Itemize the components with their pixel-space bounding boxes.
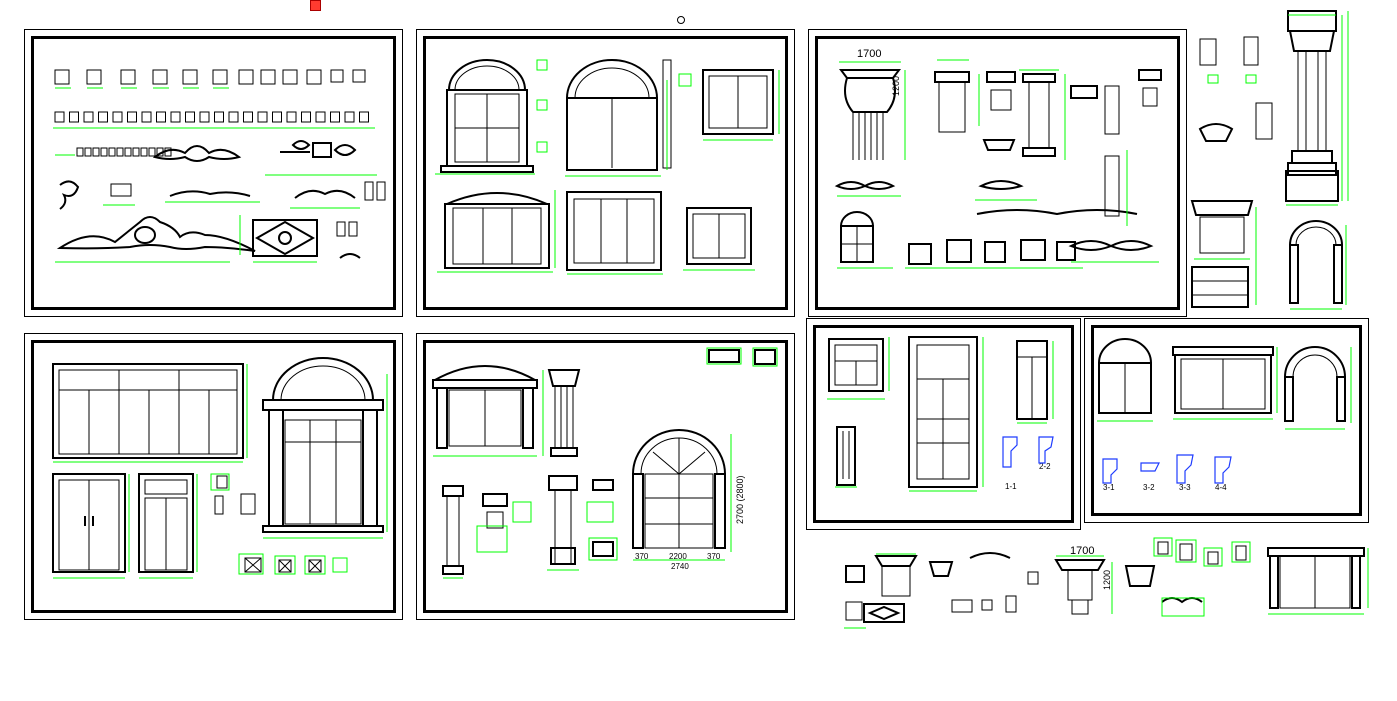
- drawing-sheet-columns[interactable]: 1700 1200: [808, 29, 1187, 317]
- section-label: 2-2: [1039, 462, 1051, 471]
- section-label: 3-2: [1143, 483, 1155, 492]
- dimension-label: 2200: [669, 552, 687, 561]
- drawing-sheet-ornaments[interactable]: [24, 29, 403, 317]
- red-square-icon: [310, 0, 321, 11]
- loose-detail-drawings: [844, 537, 1369, 629]
- dimension-label: 370: [635, 552, 649, 561]
- section-label: 3-1: [1103, 483, 1115, 492]
- ornament-drawings: [53, 69, 386, 263]
- tall-column-drawings: [1190, 10, 1349, 310]
- sheet-frame: [423, 36, 788, 310]
- arched-window-drawings: [1097, 338, 1352, 484]
- sheet-frame: [1091, 325, 1362, 516]
- section-label: 1-1: [1005, 482, 1017, 491]
- dimension-label: 1700: [1070, 545, 1095, 557]
- small-circle-marker: [677, 16, 685, 24]
- drawing-sheet-arched-door[interactable]: 2700 (2800) 370 2200 370 2740: [416, 333, 795, 620]
- window-section-drawings: [827, 336, 1054, 492]
- window-drawings: [435, 59, 780, 275]
- sheet-frame: [815, 36, 1180, 310]
- drawing-sheet-windows[interactable]: [416, 29, 795, 317]
- dimension-label: 370: [707, 552, 721, 561]
- column-drawings: [834, 59, 1162, 269]
- sheet-frame: [31, 340, 396, 613]
- sheet-frame: [813, 325, 1074, 523]
- sheet-frame: [31, 36, 396, 310]
- drawing-sheet-window-sections[interactable]: 1-1 2-2: [806, 318, 1081, 530]
- drawing-sheet-doors[interactable]: [24, 333, 403, 620]
- arched-door-drawings: [432, 347, 778, 579]
- dimension-label: 1700: [857, 48, 882, 60]
- door-drawings: [52, 357, 388, 579]
- dimension-label: 2740: [671, 562, 689, 571]
- sheet-frame: [423, 340, 788, 613]
- drawing-sheet-arched-windows[interactable]: 3-1 3-2 3-3 4-4: [1084, 318, 1369, 523]
- section-label: 3-3: [1179, 483, 1191, 492]
- section-label: 4-4: [1215, 483, 1227, 492]
